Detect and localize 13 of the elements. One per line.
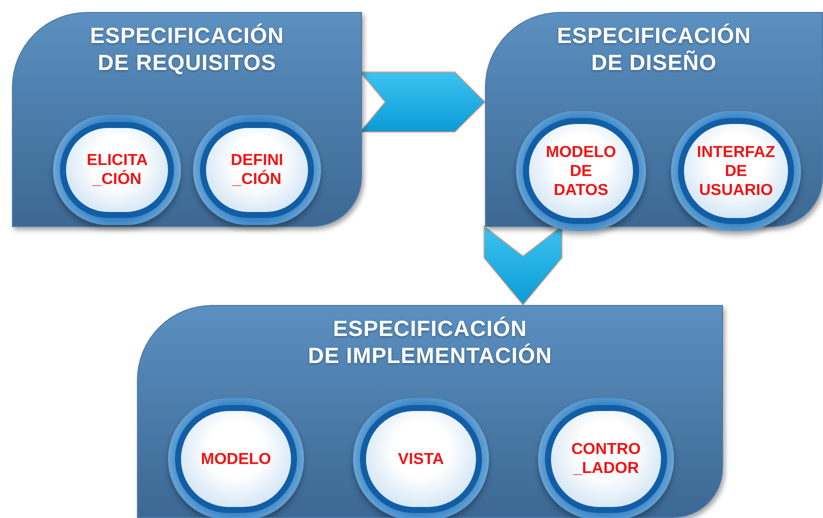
circle-label: MODELO <box>200 450 272 468</box>
panel <box>12 12 362 227</box>
panel-title: ESPECIFICACIÓN DE REQUISITOS <box>88 22 286 76</box>
panel <box>137 305 723 518</box>
chevron-arrow <box>484 224 562 306</box>
circle-label: MODELO DE DATOS <box>546 142 616 200</box>
circle-label: INTERFAZ DE USUARIO <box>696 142 776 200</box>
circle-label: ELICITA _CIÓN <box>86 151 148 189</box>
circle-label: CONTRO _LADOR <box>571 440 641 478</box>
circle-label: DEFINI _CIÓN <box>230 151 284 189</box>
panel-title: ESPECIFICACIÓN DE IMPLEMENTACIÓN <box>307 315 553 369</box>
circle-label: VISTA <box>398 450 444 468</box>
panel-title: ESPECIFICACIÓN DE DISEÑO <box>556 22 752 76</box>
